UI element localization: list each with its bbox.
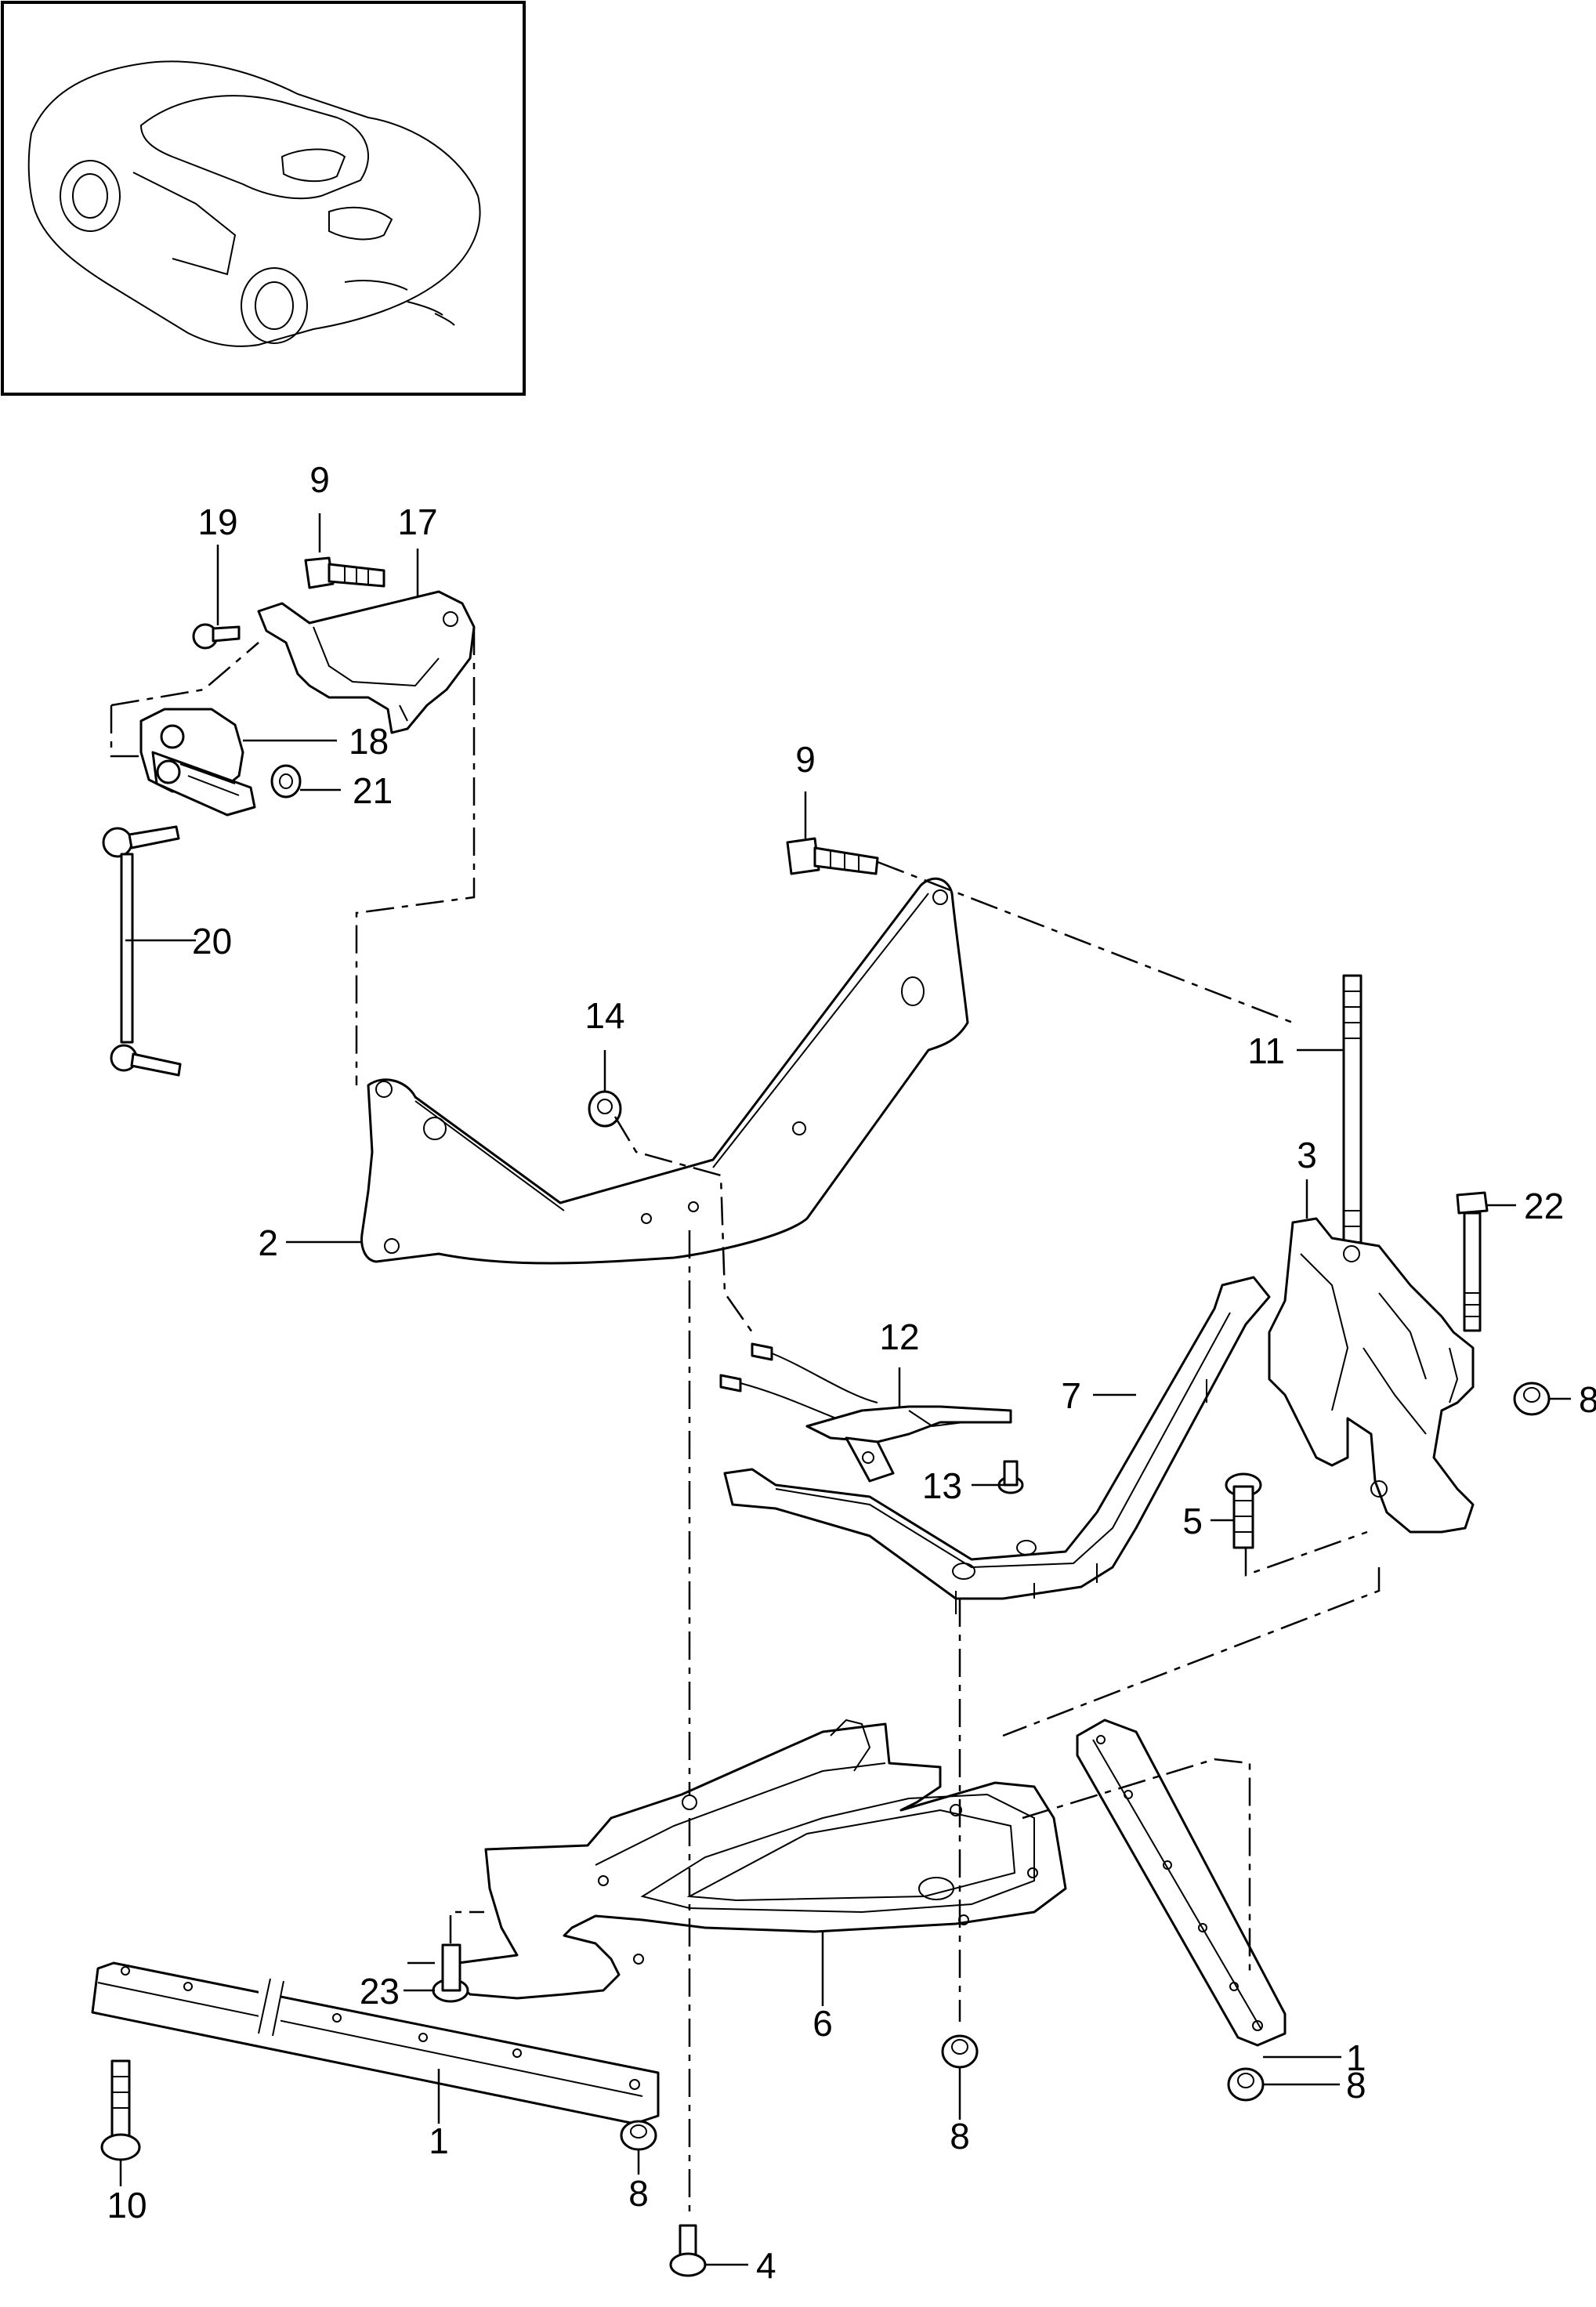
callout-12: 12	[879, 1316, 919, 1357]
callout-1-left: 1	[429, 2120, 449, 2161]
callout-5: 5	[1182, 1501, 1203, 1541]
bolt-5	[1225, 1472, 1262, 1549]
callout-11: 11	[1247, 1030, 1285, 1071]
sensor-18	[139, 708, 256, 817]
callout-6: 6	[812, 2003, 833, 2044]
bolt-10	[100, 2059, 141, 2161]
rail-1-left	[91, 1961, 660, 2125]
callout-8-middle: 8	[950, 2116, 970, 2157]
callout-20: 20	[192, 921, 232, 962]
cross-member-2	[360, 877, 969, 1265]
bolt-22	[1456, 1191, 1489, 1332]
callout-10: 10	[107, 2185, 147, 2226]
coupling-rod-20	[102, 825, 182, 1077]
leader-lines	[119, 513, 1571, 2266]
callout-14: 14	[584, 995, 624, 1036]
assembly-lines	[110, 627, 1381, 2218]
nut-21	[270, 764, 302, 799]
callout-23: 23	[360, 1971, 400, 2012]
callout-13: 13	[922, 1465, 962, 1506]
callout-17: 17	[397, 502, 437, 542]
callout-18: 18	[349, 721, 389, 762]
callout-labels: 9 19 17 18 21 20 9 14 11 3 22 2 12 7 8 1…	[107, 459, 1596, 2286]
callout-9-middle: 9	[795, 739, 816, 780]
nut-8-middle	[941, 2034, 979, 2069]
callout-8-left-rail: 8	[628, 2173, 649, 2214]
callout-3: 3	[1297, 1135, 1317, 1175]
callout-21: 21	[353, 770, 393, 811]
callout-9-top: 9	[309, 459, 330, 500]
bolt-9-top	[304, 556, 385, 589]
callout-2: 2	[258, 1222, 278, 1263]
nut-8-right	[1513, 1382, 1551, 1416]
screw-19	[192, 623, 241, 650]
wiring-harness-12	[719, 1342, 1012, 1483]
callout-1-right: 1	[1346, 2037, 1366, 2078]
bolt-9-middle	[786, 837, 879, 875]
nut-8-left-rail	[620, 2120, 657, 2151]
callout-8-right: 8	[1579, 1379, 1596, 1420]
bracket-17	[257, 590, 476, 734]
callout-22: 22	[1524, 1186, 1564, 1226]
convertible-sports-car-icon	[27, 60, 481, 347]
nut-14	[588, 1090, 622, 1128]
callout-8-right-rail: 8	[1346, 2065, 1366, 2106]
thumbnail-frame	[1, 1, 526, 396]
callout-19: 19	[197, 502, 237, 542]
bracket-3	[1268, 1217, 1475, 1534]
underbody-panel-6	[453, 1718, 1067, 2000]
callout-7: 7	[1061, 1375, 1081, 1416]
brace-7	[723, 1276, 1271, 1614]
nut-8-right-rail	[1227, 2067, 1265, 2102]
screw-4	[669, 2224, 707, 2277]
bolt-23	[432, 1943, 469, 2003]
screw-13	[997, 1460, 1024, 1494]
stud-11	[1342, 974, 1363, 1267]
callout-4: 4	[756, 2245, 776, 2286]
